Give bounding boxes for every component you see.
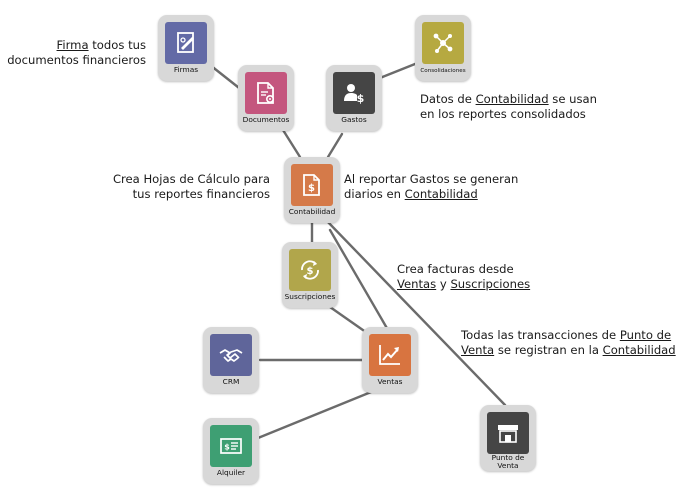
link-ventas-alquiler: [256, 388, 378, 440]
svg-text:$: $: [224, 443, 230, 452]
trend-chart-icon: [379, 345, 400, 365]
node-label: Contabilidad: [288, 207, 336, 216]
link-gastos-contabilidad: [326, 132, 344, 159]
node-contabilidad[interactable]: $ Contabilidad: [284, 157, 340, 223]
node-label: Alquiler: [216, 468, 246, 477]
alquiler-tile: $: [210, 425, 252, 467]
handshake-icon: [219, 349, 243, 362]
node-ventas[interactable]: Ventas: [362, 327, 418, 393]
link-ventas[interactable]: Ventas: [397, 277, 437, 291]
svg-text:$: $: [307, 266, 314, 277]
punto-venta-tile: [487, 412, 529, 454]
node-gastos[interactable]: $ Gastos: [326, 65, 382, 131]
user-dollar-icon: $: [344, 84, 365, 105]
node-punto-venta[interactable]: Punto de Venta: [480, 405, 536, 471]
note-facturas: Crea facturas desde Ventas y Suscripcion…: [397, 262, 531, 291]
link-contabilidad-punto-venta: [324, 218, 507, 407]
network-nodes-icon: [433, 33, 453, 53]
link-suscripciones[interactable]: Suscripciones: [450, 277, 531, 291]
node-label: Consolidaciones: [420, 68, 466, 74]
note-gastos: Al reportar Gastos se generan diarios en…: [344, 172, 519, 201]
node-suscripciones[interactable]: $ Suscripciones: [282, 242, 338, 308]
link-contabilidad[interactable]: Contabilidad: [475, 92, 549, 106]
node-firmas[interactable]: Firmas: [158, 15, 214, 81]
note-pos: Todas las transacciones de Punto de Vent…: [461, 328, 676, 357]
documentos-tile: [245, 72, 287, 114]
note-firma: Firma todos tus documentos financieros: [7, 38, 146, 67]
node-label: Documentos: [242, 115, 290, 124]
node-label: Suscripciones: [284, 292, 336, 301]
link-contabilidad[interactable]: Contabilidad: [404, 187, 478, 201]
contabilidad-tile: $: [291, 164, 333, 206]
recurring-dollar-icon: $: [301, 260, 319, 280]
node-label: Punto de Venta: [491, 453, 525, 470]
node-documentos[interactable]: Documentos: [238, 65, 294, 131]
node-consolidaciones[interactable]: Consolidaciones: [415, 15, 471, 81]
link-firma[interactable]: Firma: [56, 38, 89, 52]
link-venta[interactable]: Venta: [461, 343, 495, 357]
link-punto-de[interactable]: Punto de: [619, 328, 672, 342]
node-crm[interactable]: CRM: [203, 327, 259, 393]
svg-text:$: $: [308, 183, 315, 194]
firmas-tile: [165, 22, 207, 64]
node-alquiler[interactable]: $ Alquiler: [203, 418, 259, 484]
svg-text:$: $: [357, 92, 365, 105]
link-contabilidad[interactable]: Contabilidad: [602, 343, 676, 357]
consolidaciones-tile: [422, 22, 464, 64]
crm-tile: [210, 334, 252, 376]
dollar-document-icon: $: [303, 174, 320, 196]
node-label: Gastos: [341, 115, 367, 124]
note-consolidado: Datos de Contabilidad se usan en los rep…: [420, 92, 598, 121]
signature-document-icon: [177, 32, 194, 53]
link-documentos-contabilidad: [281, 128, 302, 159]
node-label: Firmas: [173, 65, 199, 74]
suscripciones-tile: $: [289, 249, 331, 291]
gastos-tile: $: [333, 72, 375, 114]
storefront-icon: [498, 425, 518, 443]
link-contabilidad-ventas: [328, 228, 390, 332]
node-label: CRM: [222, 377, 240, 386]
rental-card-icon: $: [220, 438, 242, 454]
document-gear-icon: [257, 82, 275, 104]
node-label: Ventas: [377, 377, 403, 386]
note-hojas: Crea Hojas de Cálculo para tus reportes …: [112, 172, 270, 201]
ventas-tile: [369, 334, 411, 376]
